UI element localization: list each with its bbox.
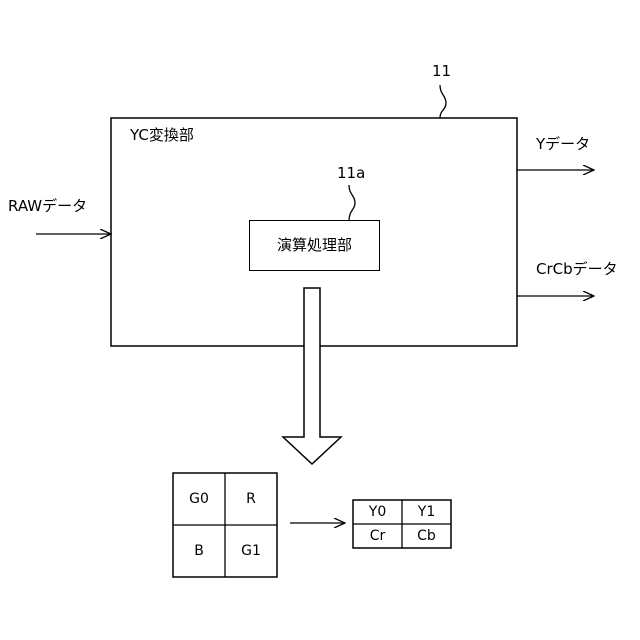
converter-ref-label: 11 [432,64,451,79]
crcb-data-label: CrCbデータ [536,262,618,277]
bayer-cell-r: R [225,473,277,525]
yc-cell-cr: Cr [353,524,402,548]
yc-cell-y0: Y0 [353,500,402,524]
converter-title: YC変換部 [130,128,194,143]
processing-unit-title: 演算処理部 [249,238,380,253]
bayer-cell-b: B [173,525,225,577]
bayer-cell-g1: G1 [225,525,277,577]
y-data-label: Yデータ [536,137,590,152]
bayer-cell-g0: G0 [173,473,225,525]
raw-data-label: RAWデータ [8,199,87,214]
yc-cell-cb: Cb [402,524,451,548]
ref-11-leader [440,85,446,118]
yc-cell-y1: Y1 [402,500,451,524]
processing-unit-ref-label: 11a [337,166,365,181]
